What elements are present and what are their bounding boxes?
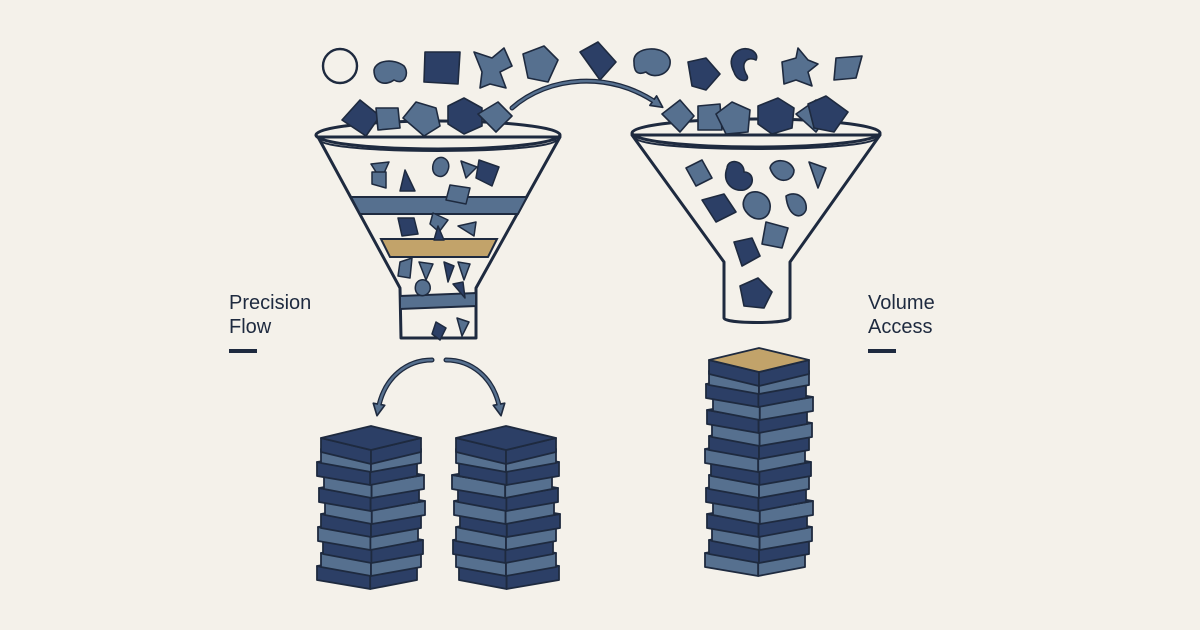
volume-access-dash [868, 349, 896, 353]
volume-access-label-line2: Access [868, 316, 933, 338]
left-funnel [314, 119, 562, 341]
stack-c-cap-top [708, 347, 810, 373]
left-funnel-shapes [321, 45, 559, 137]
stack-b-cap-top [455, 425, 557, 451]
left-stack-b [451, 425, 561, 590]
precision-flow-label: Precision Flow [229, 291, 311, 353]
left-stack-a [316, 425, 426, 590]
right-funnel [630, 117, 882, 324]
transfer-arrow-icon [509, 78, 664, 111]
volume-access-label-line1: Volume [868, 292, 935, 314]
right-stack [704, 347, 814, 577]
stack-a-cap-top [320, 425, 422, 451]
precision-flow-dash [229, 349, 257, 353]
precision-flow-label-line1: Precision [229, 292, 312, 314]
right-funnel-shapes [579, 41, 863, 135]
volume-access-label: Volume Access [868, 291, 935, 353]
precision-flow-label-line2: Flow [229, 316, 272, 338]
